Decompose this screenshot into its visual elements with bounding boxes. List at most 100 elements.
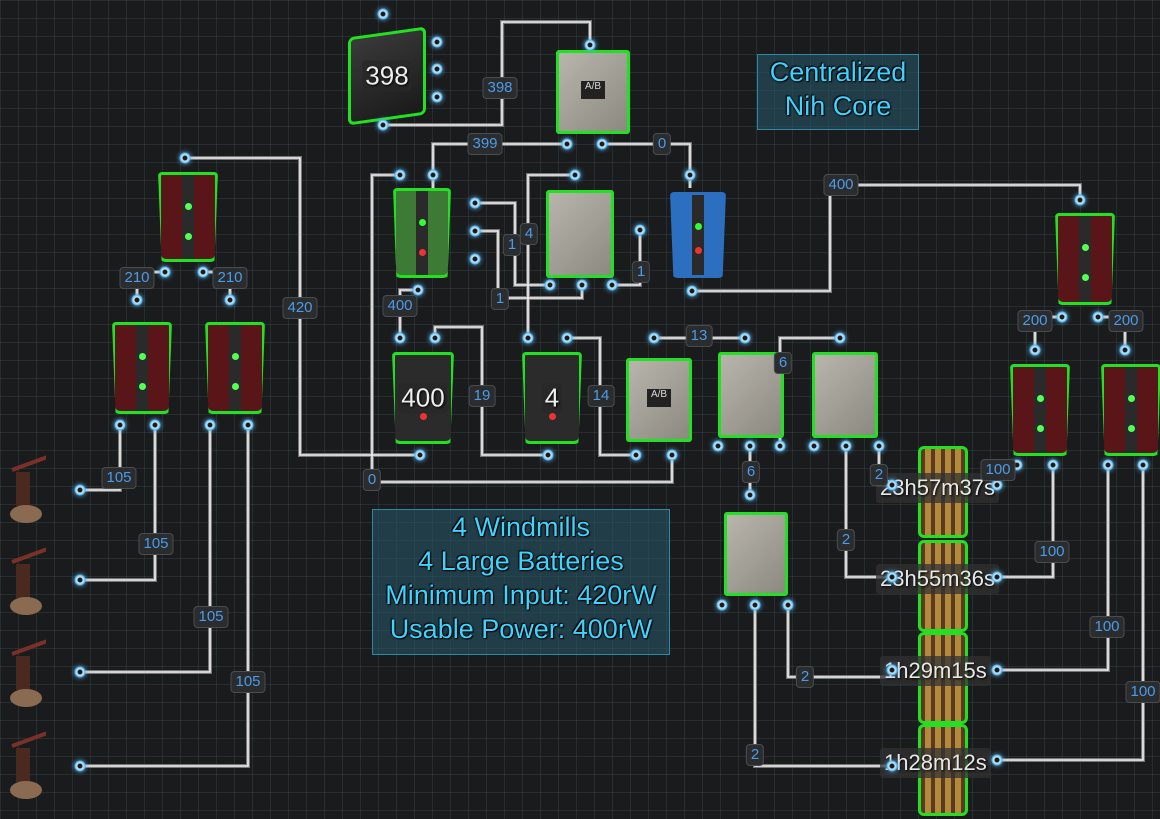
wire-label[interactable]: 1 [502,234,522,256]
connection-port[interactable] [808,440,820,452]
connection-port[interactable] [414,449,426,461]
connection-port[interactable] [74,666,86,678]
connection-port[interactable] [991,754,1003,766]
root-combiner-400[interactable]: 400 [392,352,454,444]
connection-port[interactable] [834,332,846,344]
wire-label[interactable]: 0 [652,133,672,155]
connection-port[interactable] [204,419,216,431]
connection-port[interactable] [886,760,898,772]
connection-port[interactable] [886,479,898,491]
connection-port[interactable] [431,63,443,75]
connection-port[interactable] [782,599,794,611]
wire-label[interactable]: 2 [836,529,856,551]
connection-port[interactable] [159,266,171,278]
connection-port[interactable] [469,253,481,265]
wire-label[interactable]: 400 [823,174,859,196]
connection-port[interactable] [542,449,554,461]
windmill-4[interactable] [6,728,51,799]
wire-label[interactable]: 105 [230,671,266,693]
windmill-3[interactable] [6,636,51,707]
wire-label[interactable]: 100 [980,459,1016,481]
connection-port[interactable] [749,599,761,611]
connection-port[interactable] [74,574,86,586]
connection-port[interactable] [886,664,898,676]
wire-label[interactable]: 6 [741,461,761,483]
large-battery-left-1[interactable] [112,322,172,414]
connection-port[interactable] [886,571,898,583]
wire-label[interactable]: 2 [745,744,765,766]
connection-port[interactable] [744,489,756,501]
wire-label[interactable]: 105 [193,606,229,628]
wire-label[interactable]: 6 [773,352,793,374]
connection-port[interactable] [630,449,642,461]
connection-port[interactable] [606,279,618,291]
connection-port[interactable] [569,169,581,181]
connection-port[interactable] [1029,344,1041,356]
wire-label[interactable]: 210 [119,267,155,289]
connection-port[interactable] [561,138,573,150]
connection-port[interactable] [522,332,534,344]
connection-port[interactable] [1047,459,1059,471]
small-battery-green[interactable] [393,188,451,278]
connection-port[interactable] [1137,459,1149,471]
counter-component[interactable]: 398 [348,26,426,126]
wire-label[interactable]: 100 [1125,681,1160,703]
wire-label[interactable]: 14 [587,385,615,407]
wire-label[interactable]: 400 [382,295,418,317]
connection-port[interactable] [666,449,678,461]
connection-port[interactable] [1074,194,1086,206]
branch-panel-1[interactable] [546,190,614,278]
medium-battery-blue[interactable] [670,192,726,278]
title-note[interactable]: Centralized Nih Core [757,54,919,130]
large-battery-right-2[interactable] [1101,364,1160,456]
connection-port[interactable] [429,332,441,344]
wire-label[interactable]: 420 [282,297,318,319]
connection-port[interactable] [686,285,698,297]
connection-port[interactable] [774,440,786,452]
wire-label[interactable]: 398 [482,77,518,99]
connection-port[interactable] [634,224,646,236]
wire-label[interactable]: 100 [1089,616,1125,638]
connection-port[interactable] [991,479,1003,491]
connection-port[interactable] [1119,344,1131,356]
summary-note[interactable]: 4 Windmills 4 Large Batteries Minimum In… [372,509,670,655]
connection-port[interactable] [179,152,191,164]
wire-label[interactable]: 100 [1034,541,1070,563]
connection-port[interactable] [224,294,236,306]
wire-label[interactable]: 13 [685,325,713,347]
branch-panel-3[interactable] [812,352,878,438]
connection-port[interactable] [561,332,573,344]
wire-label[interactable]: 105 [138,533,174,555]
wire-label[interactable]: 2 [869,464,889,486]
connection-port[interactable] [197,266,209,278]
wire-label[interactable]: 1 [490,288,510,310]
connection-port[interactable] [684,169,696,181]
connection-port[interactable] [74,760,86,772]
connection-port[interactable] [394,169,406,181]
wire-label[interactable]: 0 [362,469,382,491]
root-combiner-4[interactable]: 4 [522,352,582,444]
connection-port[interactable] [991,571,1003,583]
branch-panel-2[interactable] [718,352,784,438]
connection-port[interactable] [377,119,389,131]
connection-port[interactable] [1092,311,1104,323]
connection-port[interactable] [412,284,424,296]
wire-label[interactable]: 105 [101,467,137,489]
connection-port[interactable] [584,39,596,51]
connection-port[interactable] [242,419,254,431]
and-switch-mid[interactable]: A/B [626,358,692,442]
large-battery-left-top[interactable] [158,172,218,262]
large-battery-left-2[interactable] [205,322,265,414]
large-battery-right-top[interactable] [1055,213,1115,305]
connection-port[interactable] [544,279,556,291]
windmill-1[interactable] [6,452,51,523]
connection-port[interactable] [114,419,126,431]
and-switch-top[interactable]: A/B [556,50,630,134]
connection-port[interactable] [840,440,852,452]
wire-label[interactable]: 399 [467,133,503,155]
wire-label[interactable]: 200 [1108,310,1144,332]
connection-port[interactable] [576,279,588,291]
connection-port[interactable] [149,419,161,431]
wire-label[interactable]: 2 [795,666,815,688]
wire-label[interactable]: 210 [212,267,248,289]
